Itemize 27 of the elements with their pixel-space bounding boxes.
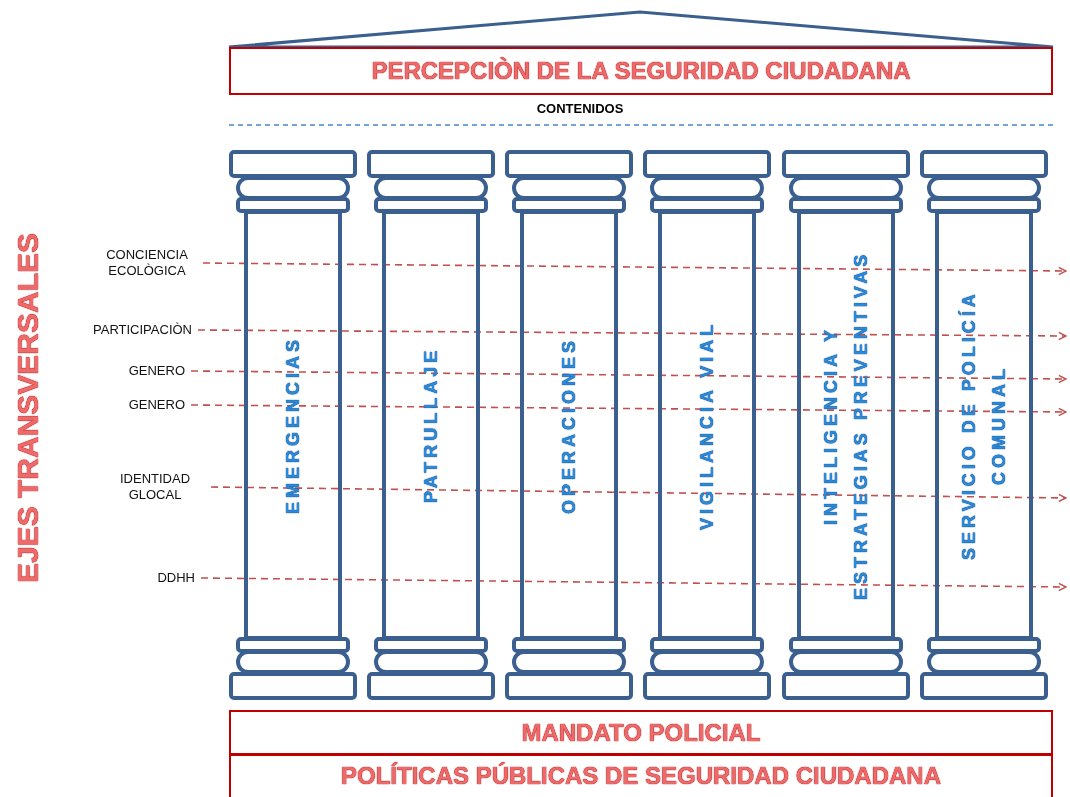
axis-label: PARTICIPACIÒN <box>93 322 192 338</box>
axis-label: DDHH <box>157 570 195 586</box>
heading-text: CONTENIDOS <box>536 101 624 116</box>
pillar-label: VIGILANCIA VIAL <box>696 319 718 532</box>
pillar-label: OPERACIONES <box>558 335 580 516</box>
pillar-label: PATRULLAJE <box>420 345 442 506</box>
pillar-label: INTELIGENCIA Y ESTRATEGIAS PREVENTIVAS <box>820 249 872 602</box>
dashed-arrow <box>197 329 1067 341</box>
dashed-arrow <box>202 262 1067 276</box>
side-heading: EJES TRANSVERSALES <box>11 232 45 584</box>
banner-text: MANDATO POLICIAL <box>521 719 761 747</box>
dashed-arrow <box>190 370 1067 384</box>
axis-label: GENERO <box>128 397 185 413</box>
banner-text: PERCEPCIÒN DE LA SEGURIDAD CIUDADANA <box>371 57 911 85</box>
pillar-label: SERVICIO DE POLICÍA COMUNAL <box>957 289 1010 562</box>
banner-text: POLÍTICAS PÚBLICAS DE SEGURIDAD CIUDADANA <box>341 762 941 790</box>
dashed-arrow <box>190 404 1067 417</box>
dashed-arrow <box>210 486 1067 503</box>
axis-label: IDENTIDAD GLOCAL <box>105 471 205 503</box>
pillar-label: EMERGENCIAS <box>282 335 304 516</box>
roof-triangle <box>227 10 1055 49</box>
banner-box <box>229 753 1053 797</box>
axis-label: GENERO <box>128 363 185 379</box>
banner-box <box>229 47 1053 95</box>
axis-label: CONCIENCIA ECOLÒGICA <box>97 247 197 279</box>
dashed-arrow <box>200 577 1067 592</box>
banner-box <box>229 710 1053 756</box>
